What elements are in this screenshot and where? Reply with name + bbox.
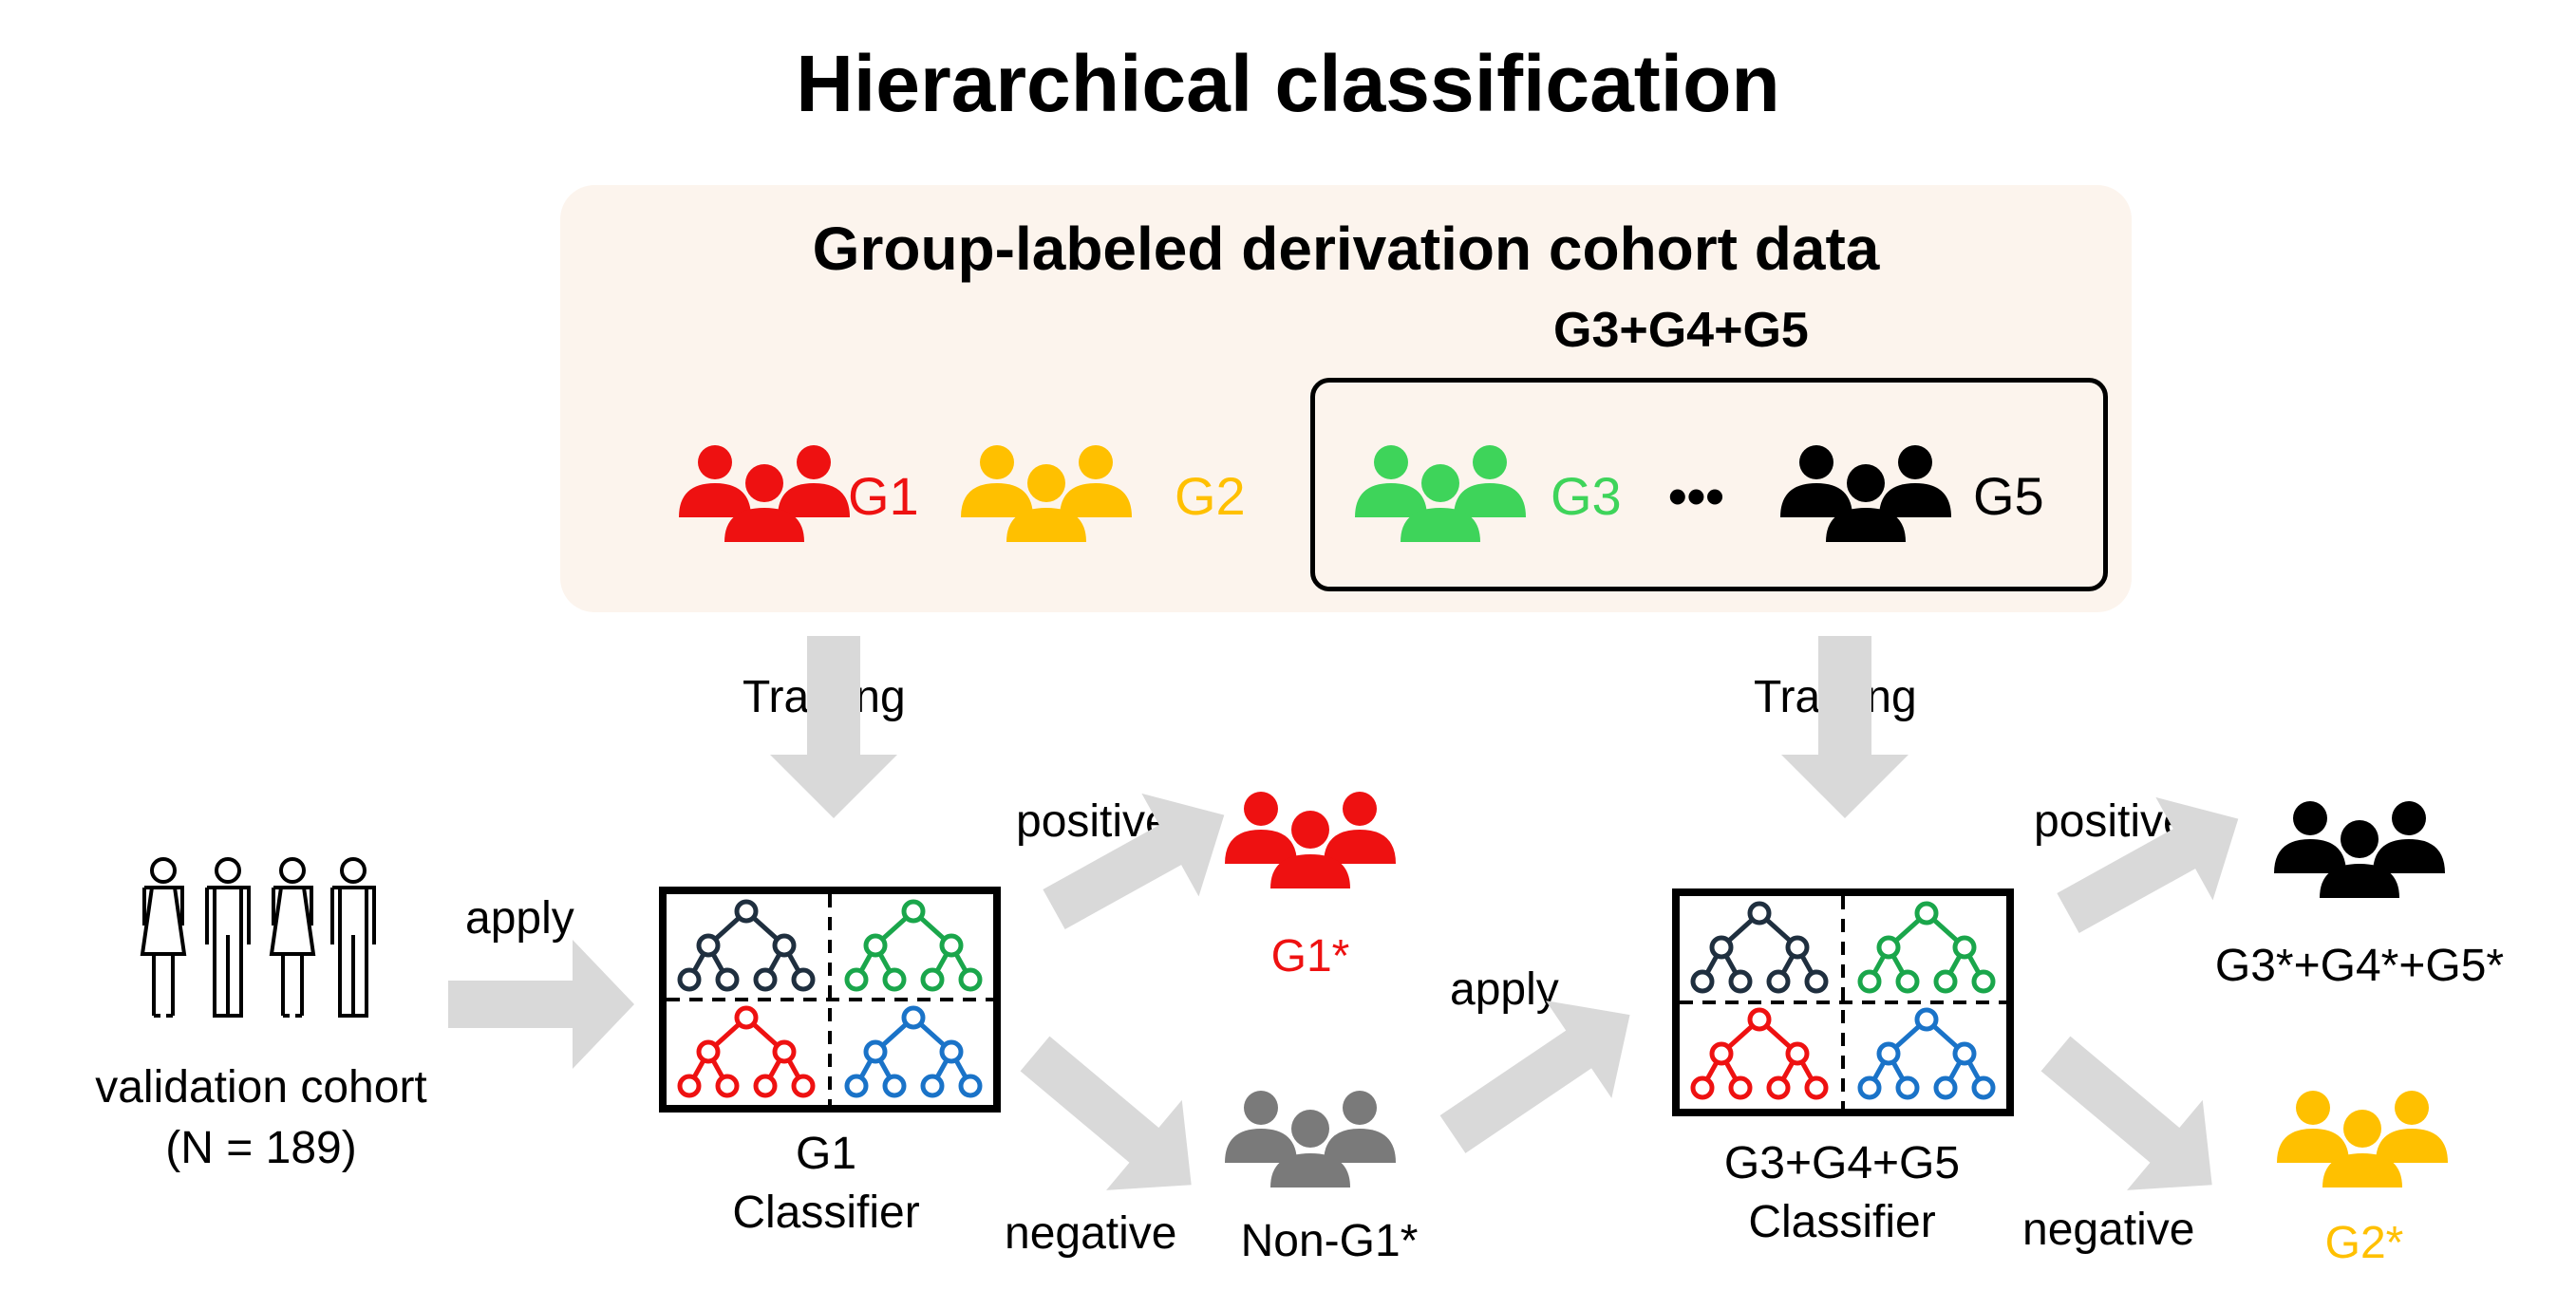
woman-icon [270,857,315,1018]
derivation-cohort-title: Group-labeled derivation cohort data [812,215,1880,283]
apply-arrow-2 [1439,1000,1630,1153]
subgroup-label: G3+G4+G5 [1553,303,1809,358]
apply-label-2: apply [1450,964,1559,1015]
training-arrow-2 [1781,636,1908,818]
negative-arrow-1 [1020,1036,1192,1190]
apply-arrow-1 [448,940,634,1069]
g2-star-label: G2* [2324,1218,2404,1268]
positive-arrow-2 [2057,796,2239,933]
validation-cohort-n: (N = 189) [165,1123,357,1173]
classifier1-name: G1 [795,1129,857,1179]
group-label-g3: G3 [1551,466,1622,526]
group-label-g5: G5 [1973,466,2044,526]
g3-g4-g5-star-group-icon [2274,801,2445,898]
woman-icon [141,857,186,1018]
classifier1-box [659,887,1001,1113]
group-g1-icon [679,445,850,542]
classifier1-type: Classifier [732,1187,920,1238]
positive-arrow-1 [1043,793,1225,929]
group-g3-icon [1355,445,1526,542]
classifier2-type: Classifier [1748,1197,1936,1247]
page-title: Hierarchical classification [796,39,1780,128]
stage1-negative-label: negative [1005,1208,1177,1259]
non-g1-star-group-icon [1225,1091,1396,1187]
validation-cohort-label: validation cohort [95,1062,427,1113]
g1-star-group-icon [1225,792,1396,888]
training-arrow-1 [770,636,897,818]
subgroup-box [1310,378,2108,591]
classifier2-name: G3+G4+G5 [1723,1138,1961,1188]
apply-label-1: apply [465,893,574,944]
group-label-g2: G2 [1175,466,1246,526]
group-label-g1: G1 [848,466,919,526]
non-g1-star-label: Non-G1* [1240,1216,1419,1266]
classifier2-box [1672,888,2014,1116]
g1-star-label: G1* [1270,931,1350,982]
group-g2-icon [961,445,1132,542]
ellipsis: ••• [1668,466,1724,526]
man-icon [205,857,251,1018]
negative-arrow-2 [2040,1036,2212,1190]
g3-g4-g5-star-label: G3*+G4*+G5* [2214,941,2505,991]
group-g5-icon [1780,445,1951,542]
man-icon [330,857,376,1018]
g2-star-group-icon [2277,1091,2448,1187]
stage2-negative-label: negative [2022,1205,2195,1255]
